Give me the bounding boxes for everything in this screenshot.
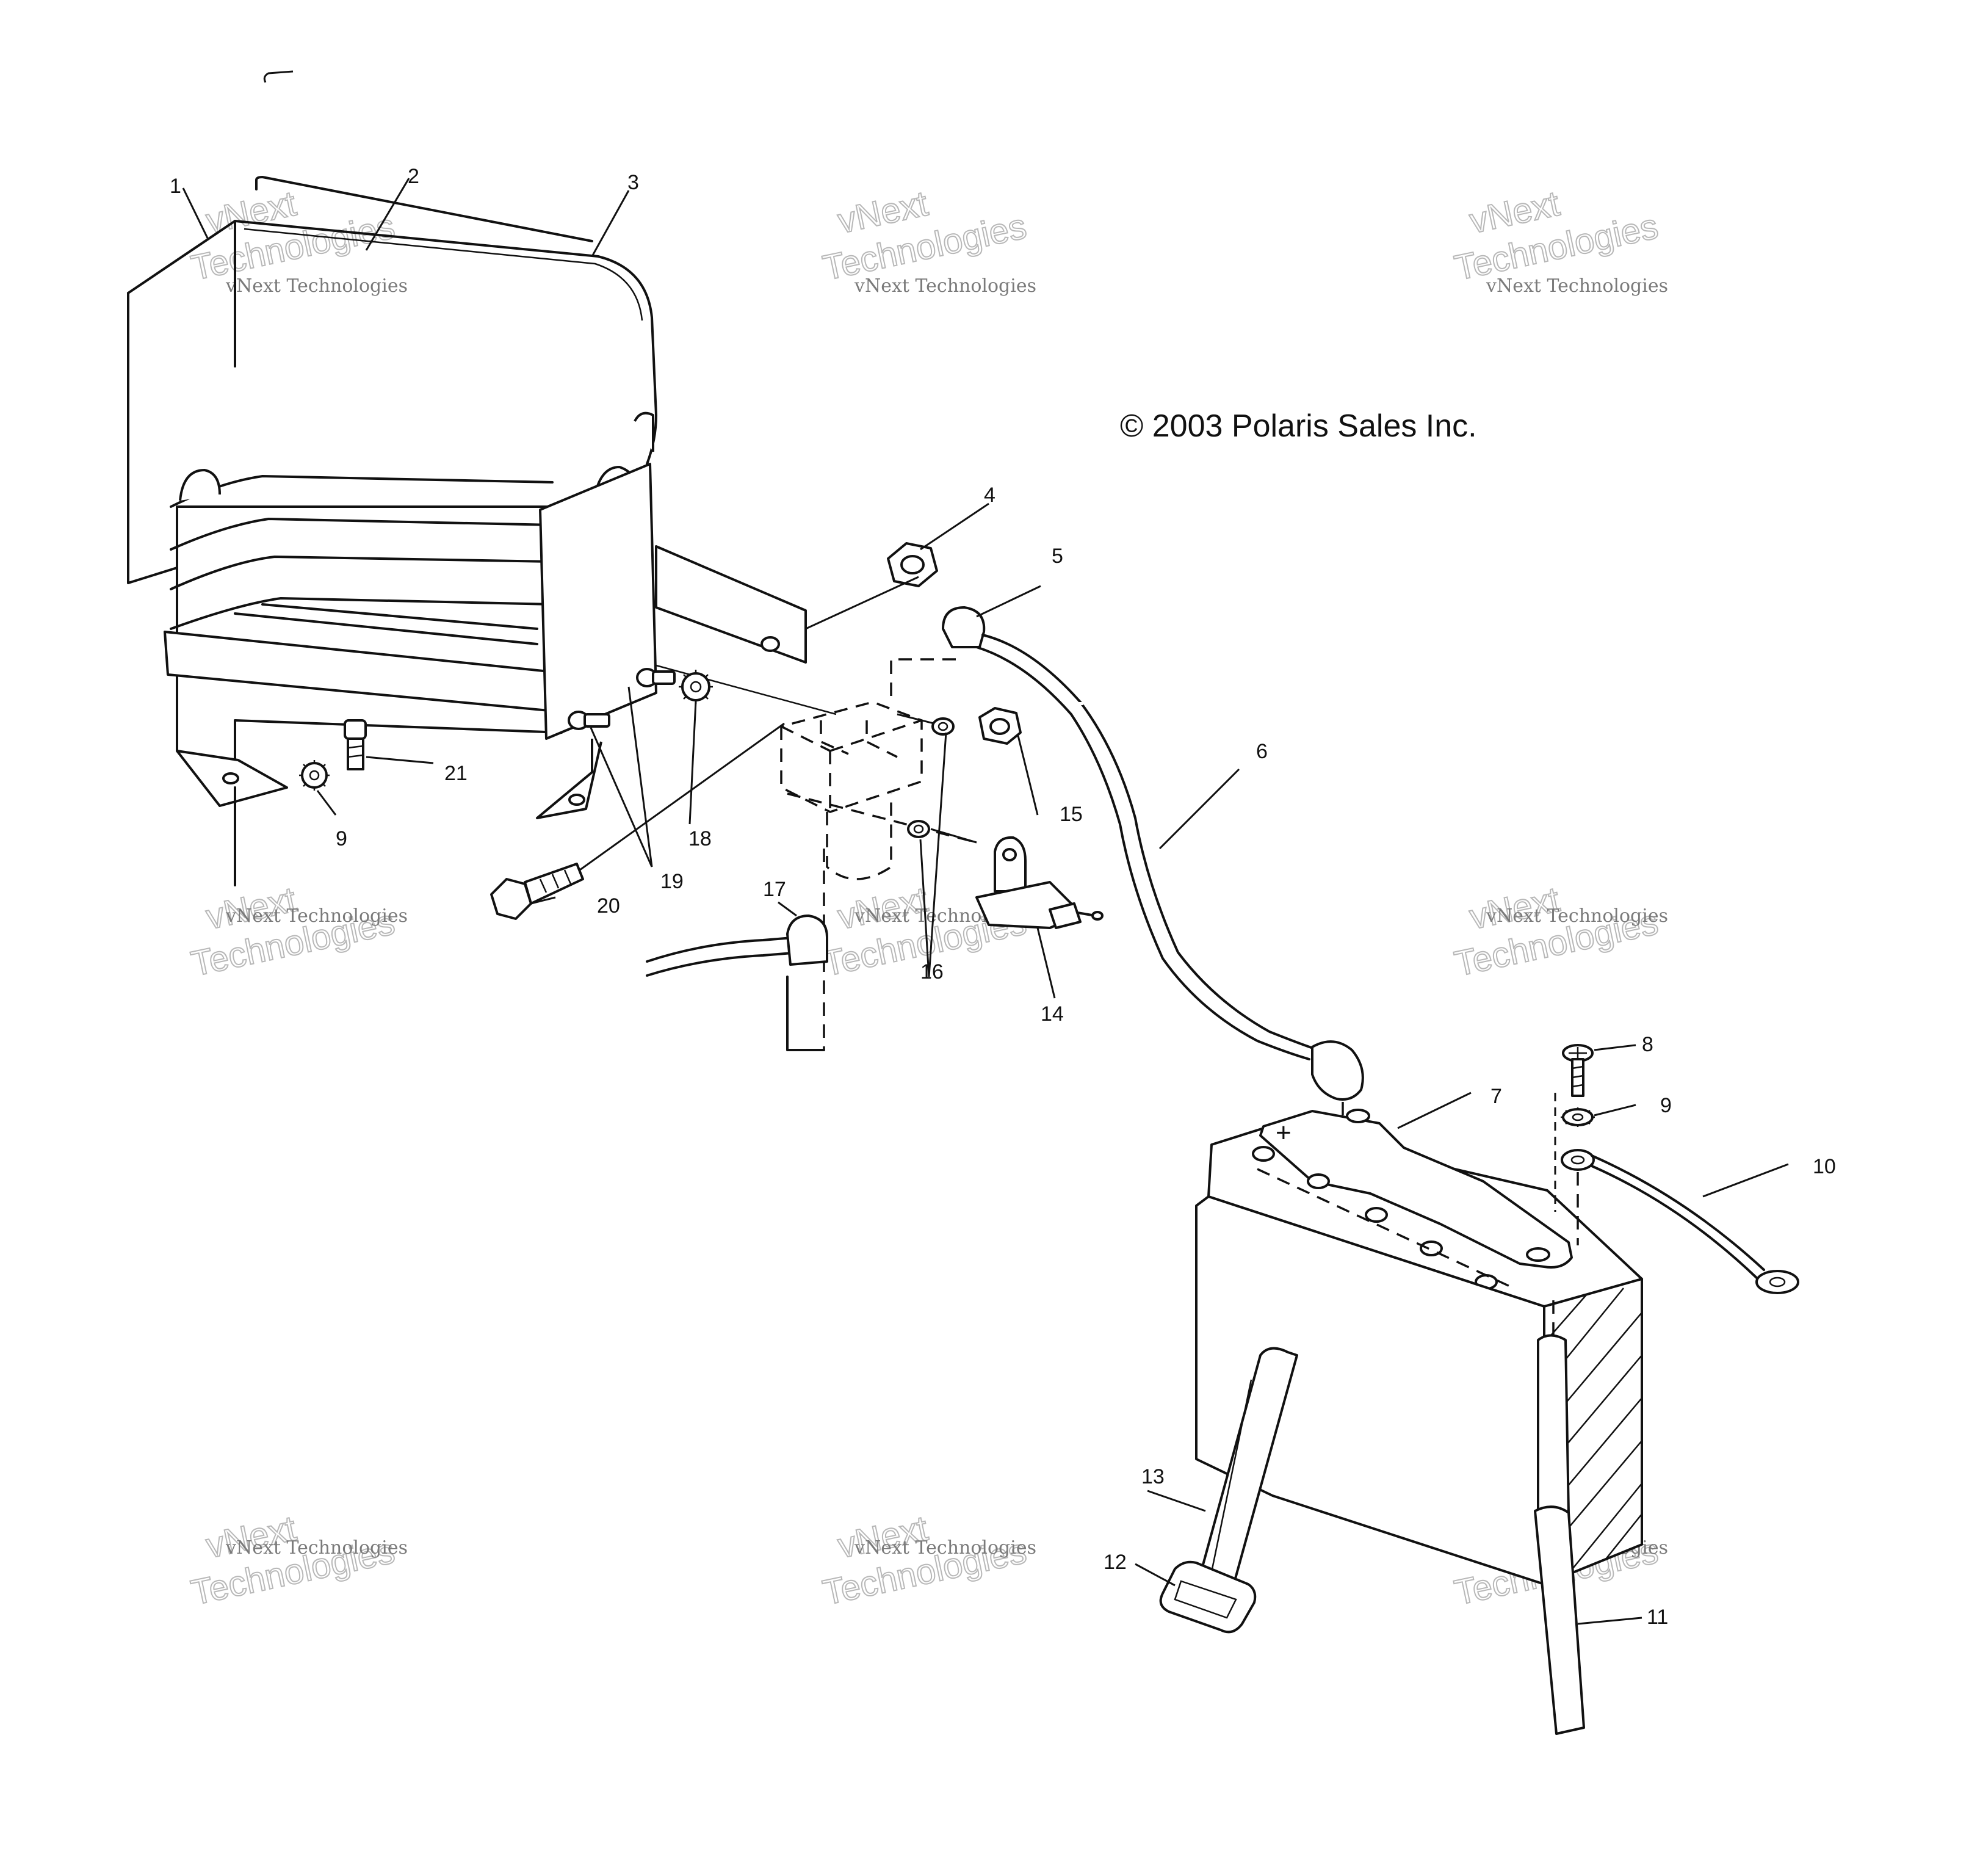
- strap-part-11: [1534, 1300, 1585, 1735]
- solenoid-outline-dashed: [780, 658, 977, 1050]
- screw-part-19-lower: [568, 711, 610, 730]
- relay-bracket-part-14: [975, 836, 1104, 929]
- callout-7: 7: [1490, 1085, 1502, 1108]
- callout-1: 1: [170, 175, 181, 198]
- callout-4: 4: [984, 483, 995, 507]
- battery-positive-symbol: +: [1276, 1118, 1292, 1148]
- watermark-text: vNext Technologies: [225, 275, 408, 297]
- callout-20: 20: [597, 894, 620, 918]
- callout-15: 15: [1060, 803, 1083, 826]
- watermark-text: vNext Technologies: [225, 1537, 408, 1559]
- callout-14: 14: [1041, 1002, 1064, 1026]
- callout-5: 5: [1052, 545, 1063, 568]
- watermark-text: vNext Technologies: [854, 1537, 1036, 1559]
- bolt-part-20: [490, 863, 584, 920]
- star-washer-part-9-left: [299, 760, 330, 791]
- callout-21: 21: [444, 762, 468, 785]
- watermark-text: vNext Technologies: [854, 275, 1036, 297]
- star-washer-part-18: [679, 670, 713, 704]
- callout-13: 13: [1141, 1465, 1165, 1488]
- callout-9-right: 9: [1660, 1094, 1672, 1117]
- callout-17: 17: [763, 878, 786, 901]
- battery-tray: [164, 411, 837, 886]
- screw-part-8: [1562, 1044, 1594, 1097]
- callout-6: 6: [1256, 740, 1268, 763]
- strap-part-13: [1198, 1347, 1298, 1588]
- watermark: vNext Technologies: [1451, 183, 1663, 289]
- watermark-text: vNext Technologies: [225, 905, 408, 927]
- callout-16: 16: [920, 960, 944, 983]
- nut-part-15: [978, 707, 1022, 745]
- callout-3: 3: [627, 171, 639, 194]
- callout-11: 11: [1647, 1606, 1668, 1629]
- callout-10: 10: [1813, 1155, 1836, 1178]
- cable-part-17: [646, 914, 828, 1051]
- callout-9-left: 9: [336, 827, 347, 850]
- watermark-text: vNext Technologies: [1486, 905, 1668, 927]
- watermark-text: vNext Technologies: [1486, 275, 1668, 297]
- screw-part-19-upper: [636, 668, 676, 687]
- ground-cable-part-10: [1561, 1149, 1799, 1294]
- nut-part-4: [887, 542, 938, 587]
- callout-19: 19: [660, 870, 684, 893]
- callout-labels: 1 2 3 4 5 6 7 8 9 9 10 11 12 13 14 15 16…: [170, 165, 1836, 1629]
- callout-18: 18: [688, 827, 712, 850]
- bolt-part-21: [344, 719, 367, 770]
- buckle-part-12: [1159, 1560, 1257, 1634]
- callout-12: 12: [1104, 1551, 1127, 1574]
- battery-side-hatching: [1544, 1287, 1642, 1582]
- watermark: vNext Technologies: [819, 183, 1031, 289]
- callout-2: 2: [408, 165, 419, 188]
- copyright-notice: © 2003 Polaris Sales Inc.: [1120, 408, 1477, 444]
- battery-part-7: +: [1195, 1109, 1643, 1585]
- washer-part-16-upper: [931, 717, 955, 736]
- callout-8: 8: [1642, 1033, 1653, 1056]
- star-washer-part-9-right: [1561, 1107, 1595, 1127]
- washer-part-16-lower: [907, 820, 930, 838]
- positive-cable-part-6: [942, 606, 1364, 1135]
